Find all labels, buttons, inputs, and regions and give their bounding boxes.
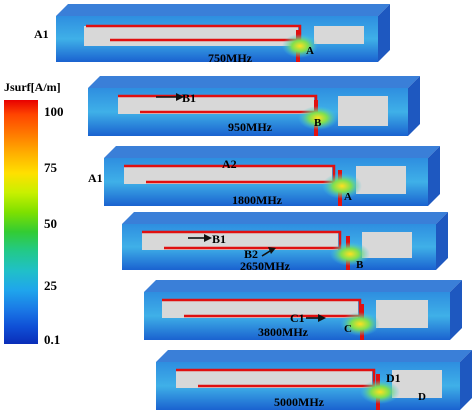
ground-slot (338, 96, 388, 126)
board-side-face (378, 4, 390, 62)
ground-slot (392, 370, 442, 398)
board-top-face (144, 280, 462, 292)
panel-950mhz: B1 B 950MHz (88, 76, 420, 136)
panel-5000mhz: D1 D 5000MHz (156, 350, 472, 410)
arrow-head-c1 (318, 314, 326, 322)
panel-750mhz: A1 A 750MHz (34, 4, 390, 65)
hotspot (340, 312, 380, 336)
conductor-gap (118, 96, 314, 114)
colorbar-tick-75: 75 (44, 160, 57, 175)
current-trace (124, 164, 336, 184)
arrow-head-b1 (176, 93, 184, 101)
conductor-gap (162, 300, 358, 318)
colorbar-tick-0-1: 0.1 (44, 332, 61, 347)
panel-label-c: C (344, 323, 352, 335)
frequency-label-3800: 3800MHz (258, 325, 309, 339)
panel-label-c1: C1 (290, 311, 305, 325)
board-top-face (104, 146, 440, 158)
arrow-head-b1 (204, 234, 212, 242)
colorbar-gradient (4, 100, 38, 344)
current-trace (142, 230, 342, 250)
ground-slot (376, 300, 428, 328)
colorbar-tick-25: 25 (44, 278, 57, 293)
hotspot (298, 106, 338, 130)
panel-label-a: A (306, 45, 314, 57)
frequency-label-950: 950MHz (228, 120, 273, 134)
colorbar-tick-50: 50 (44, 216, 57, 231)
ground-slot (356, 166, 406, 194)
panel-label-b1: B1 (182, 91, 196, 105)
panel-label-d: D (418, 391, 426, 403)
panel-label-b2: B2 (244, 247, 258, 261)
frequency-label-1800: 1800MHz (232, 193, 283, 207)
panel-label-b: B (356, 259, 364, 271)
panel-label-a: A (344, 191, 352, 203)
board-side-face (436, 212, 448, 270)
panel-label-d1: D1 (386, 371, 401, 385)
hotspot (330, 242, 370, 266)
colorbar-title: Jsurf[A/m] (4, 80, 61, 94)
panel-label-b1: B1 (212, 232, 226, 246)
hotspot (282, 34, 318, 58)
ground-slot (314, 26, 364, 44)
colorbar-tick-100: 100 (44, 104, 64, 119)
conductor-gap (84, 26, 298, 46)
board-side-face (460, 350, 472, 410)
board-top-face (156, 350, 472, 362)
board-top-face (122, 212, 448, 224)
hotspot (360, 380, 400, 404)
panel-label-a1: A1 (34, 27, 49, 41)
board-top-face (88, 76, 420, 88)
frequency-label-5000: 5000MHz (274, 395, 325, 409)
board-side-face (428, 146, 440, 206)
panel-3800mhz: C1 C 3800MHz (144, 280, 462, 340)
conductor-gap (142, 232, 338, 250)
board-side-face (408, 76, 420, 136)
frequency-label-2650: 2650MHz (240, 259, 291, 273)
arrow-b2 (261, 250, 271, 257)
arrow-head-b2 (268, 247, 276, 254)
panel-2650mhz: B1 B2 B 2650MHz (122, 212, 448, 273)
frequency-label-750: 750MHz (208, 51, 253, 65)
board-top-face (56, 4, 390, 16)
conductor-gap (124, 166, 332, 184)
current-trace (176, 368, 376, 388)
ground-slot (362, 232, 412, 258)
panel-label-b: B (314, 117, 322, 129)
hotspot (322, 173, 362, 199)
panel-label-a1: A1 (88, 171, 103, 185)
panel-1800mhz: A1 A2 A 1800MHz (88, 146, 440, 207)
panel-label-a2: A2 (222, 157, 237, 171)
board-side-face (450, 280, 462, 340)
conductor-gap (176, 370, 372, 388)
